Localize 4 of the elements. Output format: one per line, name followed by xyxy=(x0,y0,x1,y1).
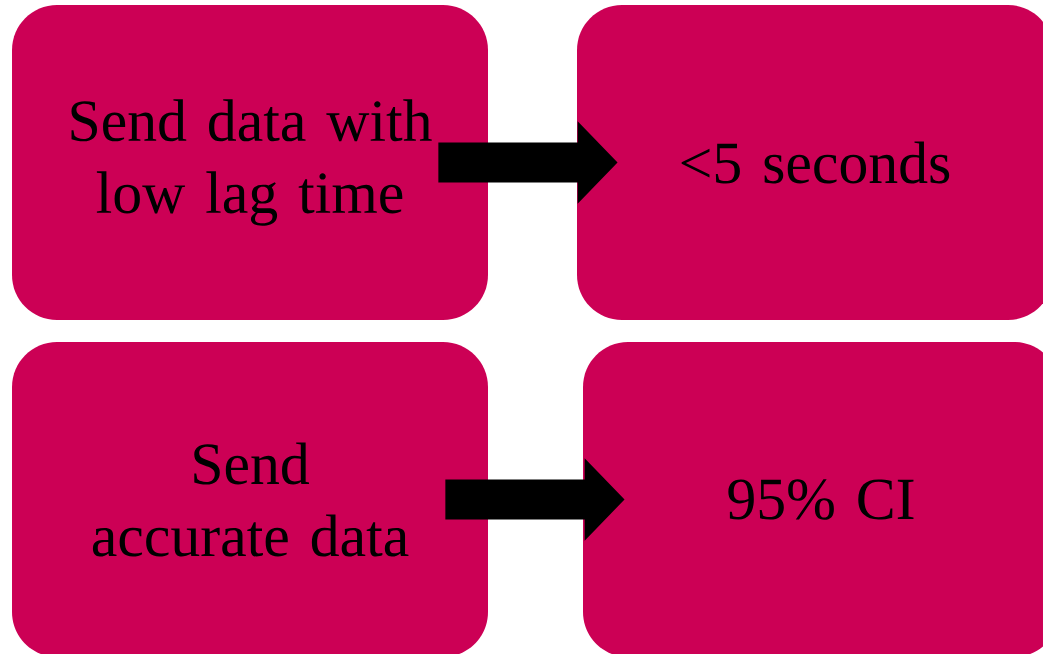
process-box: Send accurate data xyxy=(12,342,488,654)
process-box: <5 seconds xyxy=(577,5,1043,320)
process-box: Send data with low lag time xyxy=(12,5,488,320)
process-box: 95% CI xyxy=(583,342,1043,654)
